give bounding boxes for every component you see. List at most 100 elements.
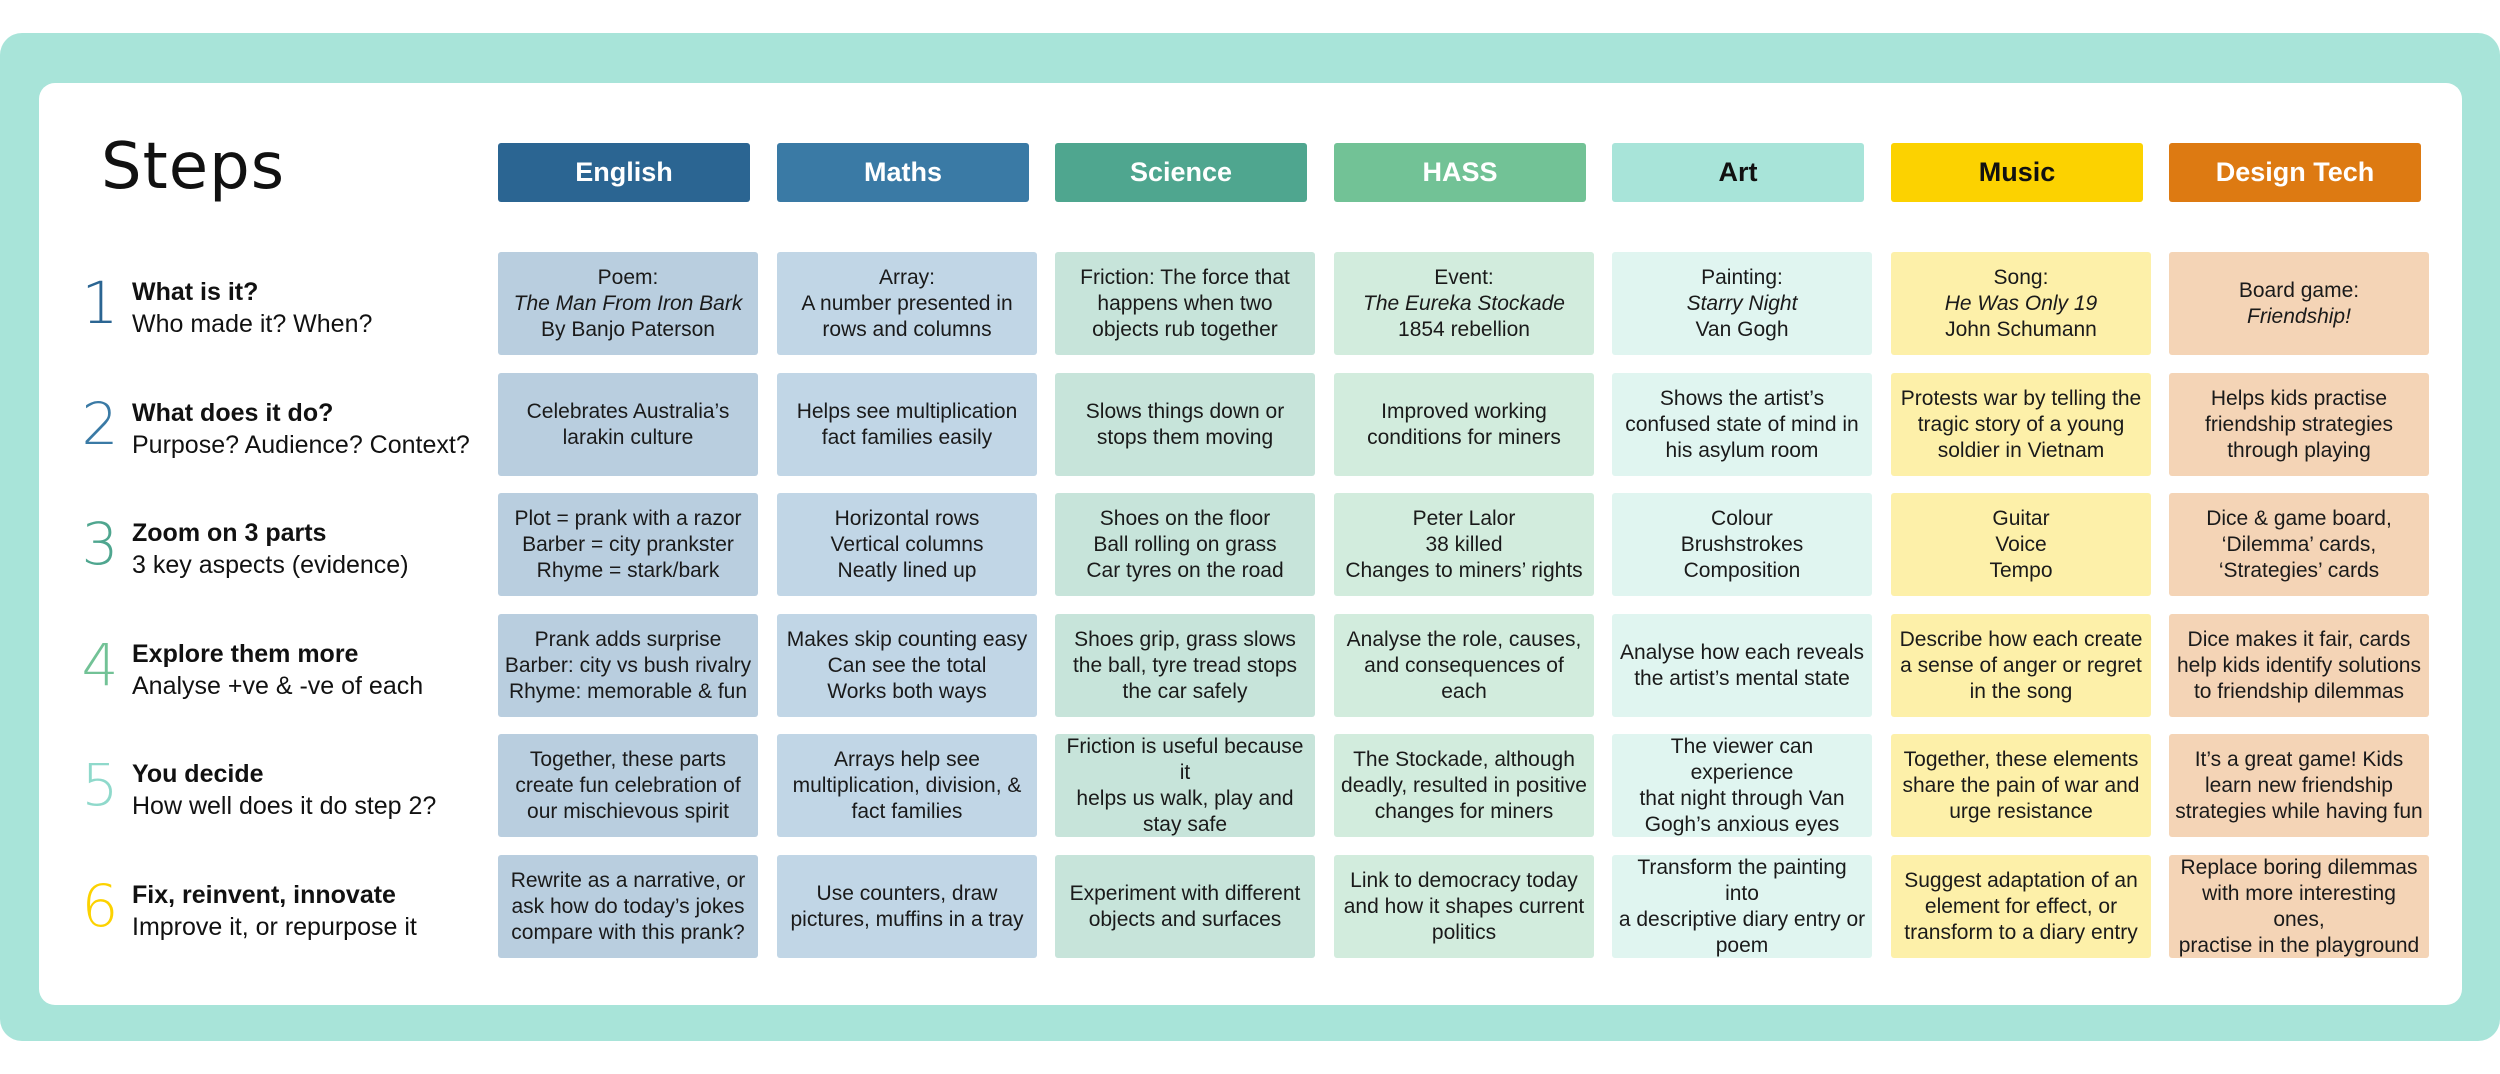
cell-line: to friendship dilemmas <box>2193 679 2405 703</box>
step-title: Explore them more <box>132 640 359 668</box>
cell-line: deadly, resulted in positive <box>1341 773 1587 797</box>
cell-line: Shoes grip, grass slows <box>1074 627 1296 651</box>
cell-line: urge resistance <box>1949 799 2093 823</box>
step-subtitle: Analyse +ve & -ve of each <box>132 672 424 700</box>
column-header-science: Science <box>1055 143 1307 202</box>
cell-line: The Stockade, although <box>1353 747 1575 771</box>
step-number: 6 <box>81 872 119 940</box>
cell-text: Analyse the role, causes,and consequence… <box>1340 627 1588 705</box>
cell-line: Painting: <box>1701 265 1783 289</box>
cell-line: Replace boring dilemmas <box>2180 855 2418 879</box>
cell-line: through playing <box>2227 438 2371 462</box>
cell-line: Voice <box>1995 532 2047 556</box>
cell-line: confused state of mind in <box>1625 412 1859 436</box>
cell-line: ‘Dilemma’ cards, <box>2221 532 2377 556</box>
cell-line: Improved working <box>1381 399 1547 423</box>
cell-text: Board game:Friendship! <box>2239 278 2359 330</box>
cell-line: Van Gogh <box>1695 317 1789 341</box>
cell-line: objects rub together <box>1092 317 1278 341</box>
cell-line: Protests war by telling the <box>1900 386 2142 410</box>
cell-line: It’s a great game! Kids <box>2194 747 2404 771</box>
cell-step4-hass: Analyse the role, causes,and consequence… <box>1334 614 1594 717</box>
cell-line: Link to democracy today <box>1350 868 1578 892</box>
step-subtitle: Improve it, or repurpose it <box>132 913 417 941</box>
step-subtitle: 3 key aspects (evidence) <box>132 551 409 579</box>
cell-step3-design-tech: Dice & game board,‘Dilemma’ cards,‘Strat… <box>2169 493 2429 596</box>
cell-line: the car safely <box>1122 679 1248 703</box>
cell-line: Event: <box>1434 265 1494 289</box>
cell-line: fact families easily <box>821 425 993 449</box>
cell-line: practise in the playground <box>2178 933 2420 957</box>
cell-line: friendship strategies <box>2205 412 2393 436</box>
cell-line: ask how do today’s jokes <box>511 894 745 918</box>
cell-line: Starry Night <box>1686 291 1798 315</box>
cell-line: changes for miners <box>1374 799 1554 823</box>
cell-line: Array: <box>878 265 935 289</box>
cell-line: Composition <box>1683 558 1801 582</box>
cell-line: objects and surfaces <box>1088 907 1282 931</box>
step-number: 4 <box>81 631 119 699</box>
cell-line: Prank adds surprise <box>534 627 722 651</box>
cell-line: Shoes on the floor <box>1099 506 1271 530</box>
cell-line: Changes to miners’ rights <box>1345 558 1583 582</box>
cell-line: rows and columns <box>822 317 992 341</box>
cell-line: strategies while having fun <box>2175 799 2423 823</box>
step-number: 3 <box>81 510 119 578</box>
cell-line: Experiment with different <box>1069 881 1301 905</box>
cell-line: learn new friendship <box>2205 773 2393 797</box>
cell-line: Dice makes it fair, cards <box>2187 627 2411 651</box>
cell-line: and how it shapes current <box>1343 894 1585 918</box>
column-header-english: English <box>498 143 750 202</box>
cell-line: Rewrite as a narrative, or <box>510 868 746 892</box>
cell-line: Horizontal rows <box>834 506 980 530</box>
step-number: 2 <box>81 390 119 458</box>
cell-line: Barber = city prankster <box>522 532 734 556</box>
cell-line: Tempo <box>1989 558 2053 582</box>
cell-line: Celebrates Australia’s <box>526 399 730 423</box>
cell-line: Helps see multiplication <box>796 399 1018 423</box>
cell-line: Board game: <box>2238 278 2360 302</box>
cell-line: Song: <box>1993 265 2049 289</box>
